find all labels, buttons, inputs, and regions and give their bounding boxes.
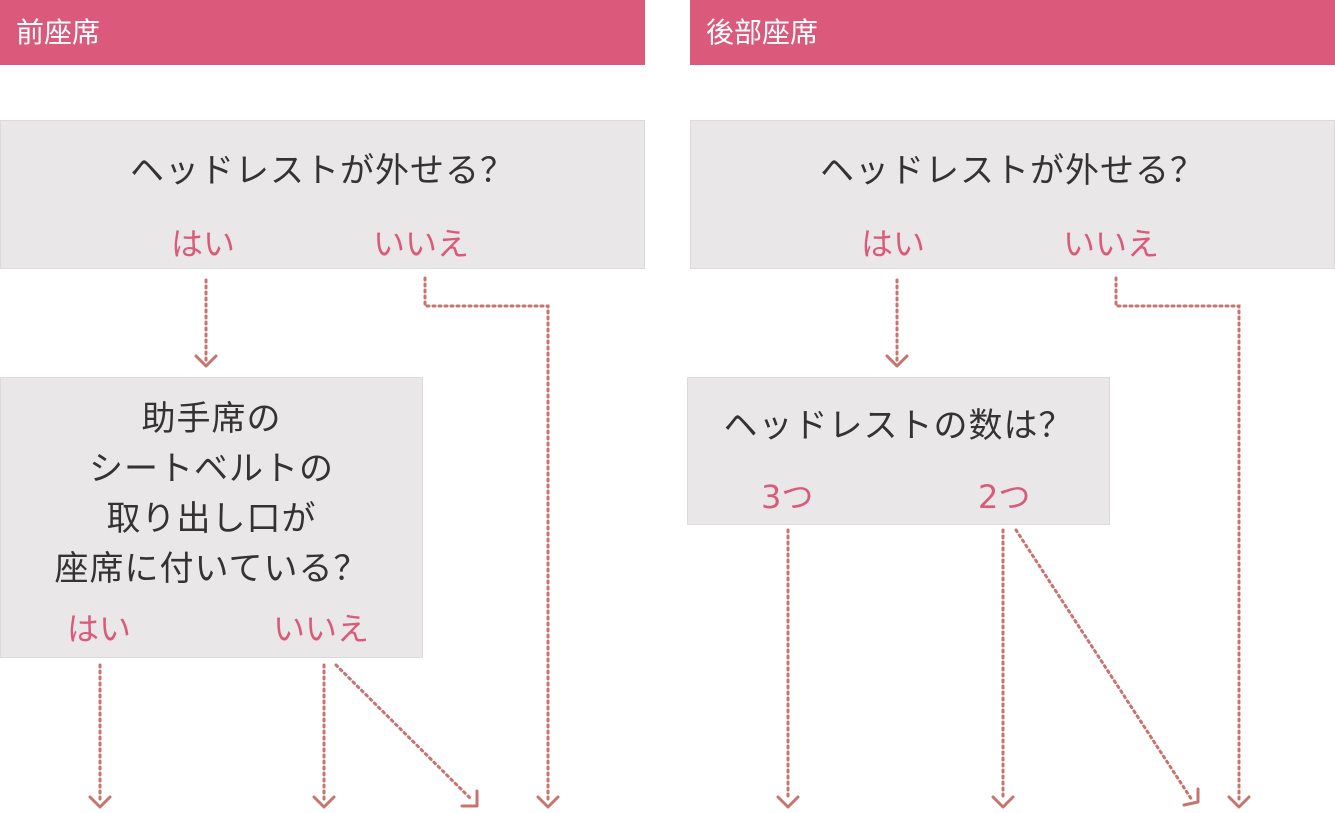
rear-headrest-count-question: ヘッドレストの数は？ bbox=[723, 406, 1074, 446]
arrowhead-rear-q1-no bbox=[1227, 795, 1251, 809]
rear-q2-three-label: 3つ bbox=[761, 478, 814, 516]
front-headrest-removable-box: ヘッドレストが外せる？ はい いいえ bbox=[0, 120, 645, 269]
arrowhead-front-q1-no bbox=[536, 795, 560, 809]
arrowhead-front-q2-yes bbox=[88, 795, 112, 809]
arrowhead-front-q1-yes bbox=[194, 354, 218, 368]
arrowhead-rear-q2-three bbox=[776, 795, 800, 809]
front-q1-no-label: いいえ bbox=[373, 225, 470, 263]
arrowhead-front-q2-no-diagonal bbox=[460, 789, 479, 808]
arrowhead-rear-q2-two-diagonal bbox=[1182, 787, 1200, 807]
front-q2-yes-label: はい bbox=[67, 610, 132, 648]
question-line-4: 座席に付いている？ bbox=[54, 549, 369, 589]
rear-q1-no-connector bbox=[1114, 276, 1241, 802]
rear-seat-header: 後部座席 bbox=[690, 0, 1335, 65]
front-seatbelt-buckle-box: 助手席の シートベルトの 取り出し口が 座席に付いている？ はい いいえ bbox=[0, 377, 423, 658]
rear-headrest-count-box: ヘッドレストの数は？ 3つ 2つ bbox=[687, 377, 1110, 525]
rear-headrest-removable-question: ヘッドレストが外せる？ bbox=[820, 151, 1205, 191]
rear-q2-two-label: 2つ bbox=[978, 478, 1031, 516]
front-q1-no-connector bbox=[423, 276, 550, 802]
front-headrest-removable-question: ヘッドレストが外せる？ bbox=[130, 151, 515, 191]
rear-q2-two-diagonal-connector bbox=[1014, 528, 1194, 802]
front-seatbelt-buckle-question: 助手席の シートベルトの 取り出し口が 座席に付いている？ bbox=[1, 394, 422, 594]
arrowhead-rear-q1-yes bbox=[885, 354, 909, 368]
question-line-1: 助手席の bbox=[141, 399, 282, 439]
rear-headrest-removable-box: ヘッドレストが外せる？ はい いいえ bbox=[690, 120, 1335, 269]
front-q2-no-diagonal-connector bbox=[334, 663, 474, 802]
arrowhead-rear-q2-two bbox=[991, 795, 1015, 809]
rear-q1-yes-label: はい bbox=[861, 225, 926, 263]
rear-q1-no-label: いいえ bbox=[1063, 225, 1160, 263]
question-line-3: 取り出し口が bbox=[106, 499, 317, 539]
front-q2-no-label: いいえ bbox=[273, 610, 370, 648]
front-seat-header: 前座席 bbox=[0, 0, 645, 65]
question-line-2: シートベルトの bbox=[89, 449, 334, 489]
arrowhead-front-q2-no bbox=[312, 795, 336, 809]
front-q1-yes-label: はい bbox=[171, 225, 236, 263]
